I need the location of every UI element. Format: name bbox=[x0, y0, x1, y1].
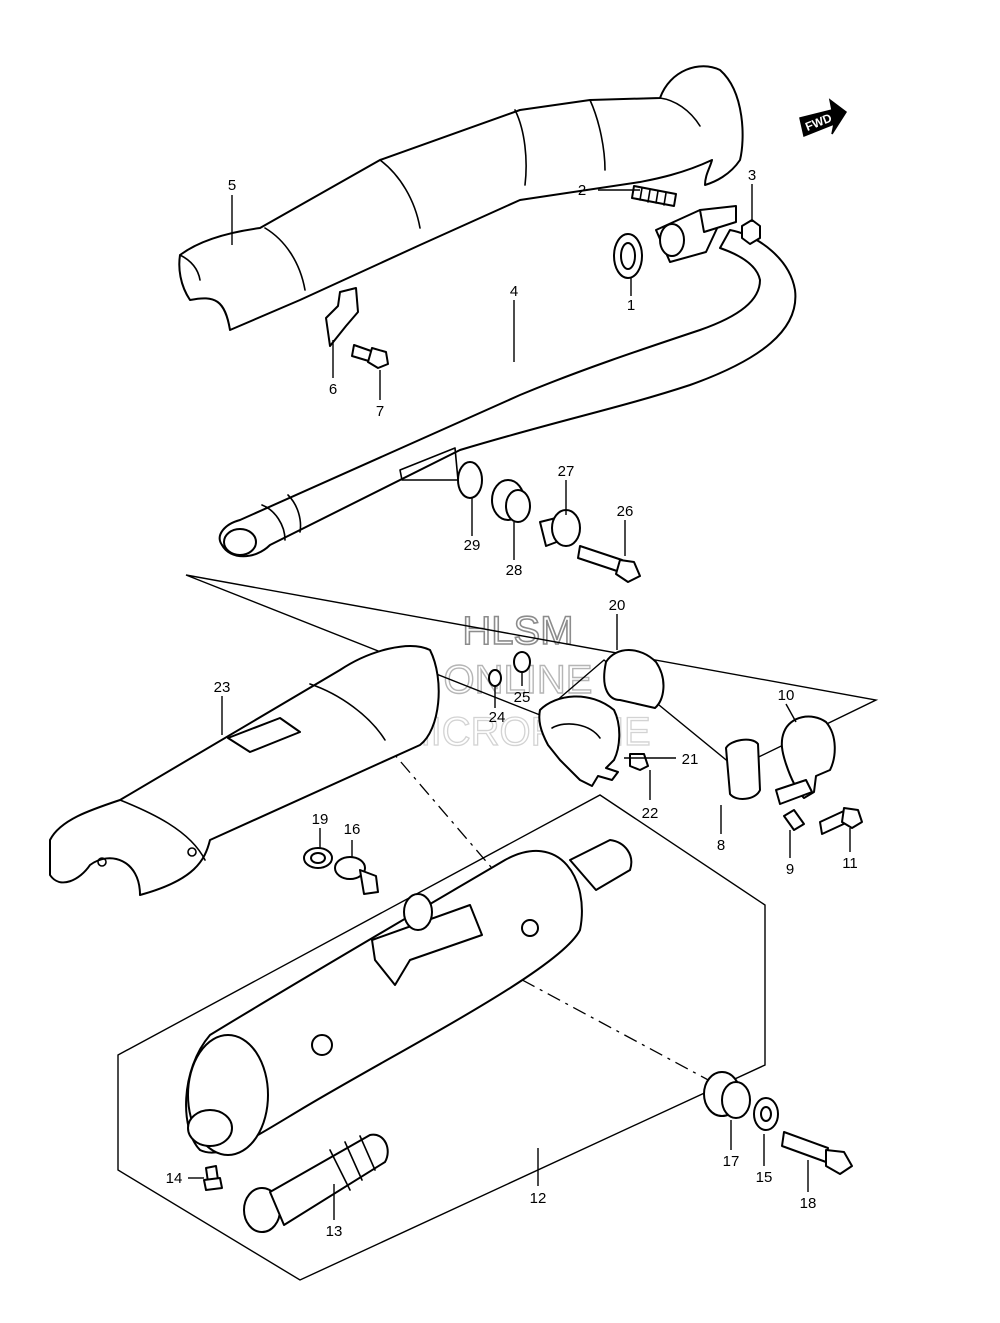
part-heat-shield-muffler bbox=[49, 645, 440, 896]
part-cushion-28 bbox=[491, 479, 531, 523]
part-bolt-18 bbox=[781, 1131, 853, 1175]
part-bracket-6 bbox=[325, 287, 359, 347]
callout-25: 25 bbox=[514, 689, 531, 706]
part-muffler bbox=[185, 839, 633, 1156]
callout-13: 13 bbox=[326, 1223, 343, 1240]
part-grommet-25 bbox=[513, 651, 531, 673]
part-bolt-22 bbox=[629, 753, 649, 771]
part-washer-15 bbox=[753, 1097, 779, 1131]
callout-16: 16 bbox=[344, 821, 361, 838]
part-collar-27 bbox=[539, 509, 581, 547]
callout-18: 18 bbox=[800, 1195, 817, 1212]
callout-12: 12 bbox=[530, 1190, 547, 1207]
callout-7: 7 bbox=[376, 403, 384, 420]
callout-29: 29 bbox=[464, 537, 481, 554]
callout-1: 1 bbox=[627, 297, 635, 314]
part-nut-24 bbox=[488, 669, 502, 687]
callout-23: 23 bbox=[214, 679, 231, 696]
watermark-line-1: HLSM bbox=[462, 609, 573, 653]
callout-8: 8 bbox=[717, 837, 725, 854]
part-washer-29 bbox=[457, 461, 483, 499]
callout-21: 21 bbox=[682, 751, 699, 768]
part-nut-19 bbox=[303, 847, 333, 869]
callout-labels: 5 2 3 4 1 6 7 29 28 27 26 20 23 24 25 21… bbox=[166, 167, 858, 1240]
part-nut-3 bbox=[741, 219, 761, 245]
part-flange bbox=[655, 205, 737, 263]
part-stud-bolt bbox=[631, 185, 677, 207]
assembly-frame-muffler bbox=[117, 794, 766, 1281]
callout-14: 14 bbox=[166, 1170, 183, 1187]
assembly-frame-upper bbox=[185, 574, 879, 769]
part-heat-shield-end bbox=[603, 649, 665, 709]
callout-24: 24 bbox=[489, 709, 506, 726]
callout-9: 9 bbox=[786, 861, 794, 878]
part-cushion-17 bbox=[703, 1071, 751, 1119]
part-bolt-11 bbox=[819, 807, 863, 835]
callout-3: 3 bbox=[748, 167, 756, 184]
callout-6: 6 bbox=[329, 381, 337, 398]
part-heat-shield-upper bbox=[178, 65, 744, 331]
callout-19: 19 bbox=[312, 811, 329, 828]
leader-lines bbox=[188, 184, 851, 1220]
callout-15: 15 bbox=[756, 1169, 773, 1186]
part-gasket-8 bbox=[725, 738, 761, 800]
part-bolt-7 bbox=[351, 344, 389, 369]
callout-20: 20 bbox=[609, 597, 626, 614]
callout-22: 22 bbox=[642, 805, 659, 822]
part-gasket bbox=[613, 233, 643, 279]
callout-11: 11 bbox=[842, 855, 858, 872]
callout-27: 27 bbox=[558, 463, 575, 480]
part-screw-14 bbox=[203, 1165, 223, 1191]
callout-10: 10 bbox=[778, 687, 795, 704]
part-pipe-9 bbox=[783, 809, 805, 831]
part-bolt-26 bbox=[577, 545, 641, 583]
callout-17: 17 bbox=[723, 1153, 740, 1170]
part-clamp bbox=[775, 715, 836, 805]
callout-5: 5 bbox=[228, 177, 236, 194]
callout-28: 28 bbox=[506, 562, 523, 579]
callout-4: 4 bbox=[510, 283, 518, 300]
alignment-line-2 bbox=[419, 924, 713, 1083]
part-bracket-21 bbox=[538, 695, 621, 787]
part-collar-16 bbox=[334, 856, 379, 895]
part-spark-arrester bbox=[243, 1133, 389, 1233]
callout-26: 26 bbox=[617, 503, 634, 520]
forward-arrow-icon: FWD bbox=[799, 98, 848, 138]
callout-2: 2 bbox=[578, 182, 586, 199]
